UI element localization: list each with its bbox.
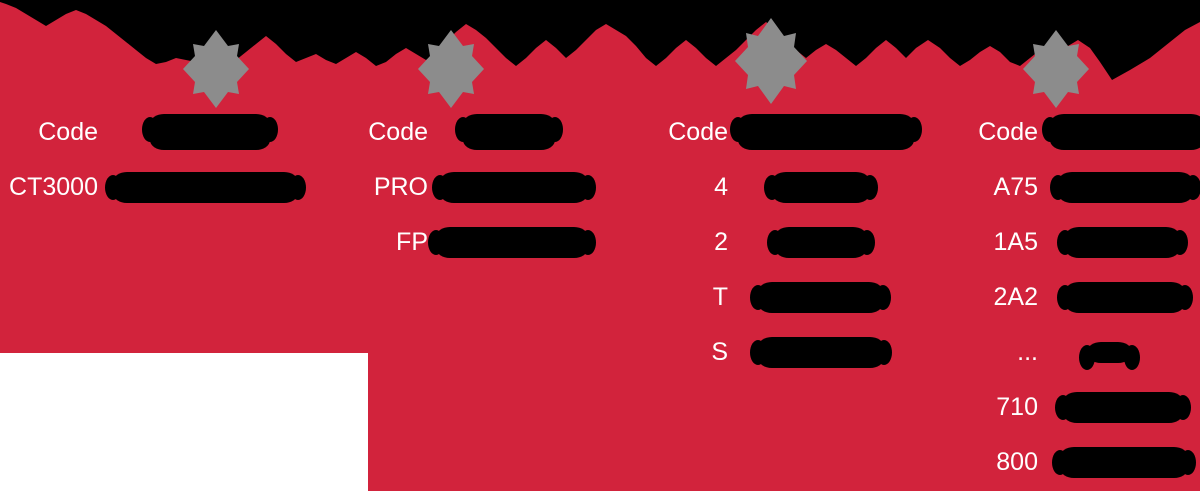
table-row: A75 [930, 160, 1200, 215]
white-cutout-region [0, 353, 368, 491]
code-value-label: PRO [373, 173, 428, 201]
redacted-cell-value [1057, 270, 1193, 325]
redacted-cell-value [1057, 215, 1188, 270]
code-value-label: T [712, 283, 728, 311]
redacted-cell-value [1055, 380, 1191, 435]
code-column-2: Code PRO FP [330, 105, 620, 270]
code-column-1: Code CT3000 [0, 105, 310, 215]
redacted-cell-value [764, 160, 878, 215]
diamond-icon-3 [735, 18, 807, 104]
redacted-cell-value [1052, 435, 1196, 490]
redacted-cell-value [750, 270, 891, 325]
code-value-label: 4 [714, 173, 728, 201]
redacted-cell-value [432, 160, 596, 215]
table-row: S [620, 325, 930, 380]
table-row: Code [930, 105, 1200, 160]
code-value-label: FP [396, 228, 428, 256]
redacted-header-value [730, 105, 922, 160]
column-header-label: Code [38, 118, 98, 146]
redacted-cell-value [767, 215, 875, 270]
table-row: 800 [930, 435, 1200, 490]
table-row: Code [620, 105, 930, 160]
table-row: Code [330, 105, 620, 160]
diamond-icon-1 [183, 30, 249, 108]
redacted-header-value [1042, 105, 1200, 160]
table-row: 710 [930, 380, 1200, 435]
code-value-label: 2A2 [993, 283, 1038, 311]
redacted-cell-value [1079, 325, 1140, 380]
redacted-cell-value [105, 160, 306, 215]
column-header-label: Code [368, 118, 428, 146]
table-row: ... [930, 325, 1200, 380]
code-column-3: Code 4 2 T S [620, 105, 930, 380]
table-row: 1A5 [930, 215, 1200, 270]
code-value-label: 800 [996, 448, 1038, 476]
redacted-cell-value [750, 325, 892, 380]
code-value-label: 1A5 [993, 228, 1038, 256]
redacted-header-value [142, 105, 278, 160]
table-row: 2 [620, 215, 930, 270]
table-row: CT3000 [0, 160, 310, 215]
code-value-label: CT3000 [9, 173, 98, 201]
table-row: 2A2 [930, 270, 1200, 325]
code-value-label: A75 [993, 173, 1038, 201]
code-value-label: 2 [714, 228, 728, 256]
code-value-label: 710 [996, 393, 1038, 421]
code-value-ellipsis: ... [1017, 338, 1038, 366]
table-row: PRO [330, 160, 620, 215]
redacted-header-value [455, 105, 563, 160]
redacted-cell-value [428, 215, 596, 270]
table-row: 4 [620, 160, 930, 215]
code-column-4: Code A75 1A5 2A2 ... [930, 105, 1200, 490]
code-value-label: S [711, 338, 728, 366]
column-header-label: Code [978, 118, 1038, 146]
column-header-label: Code [668, 118, 728, 146]
table-row: T [620, 270, 930, 325]
table-row: FP [330, 215, 620, 270]
top-redaction-band [0, 0, 1200, 110]
redacted-cell-value [1050, 160, 1200, 215]
table-row: Code [0, 105, 310, 160]
diamond-icon-2 [418, 30, 484, 108]
diamond-icon-4 [1023, 30, 1089, 108]
